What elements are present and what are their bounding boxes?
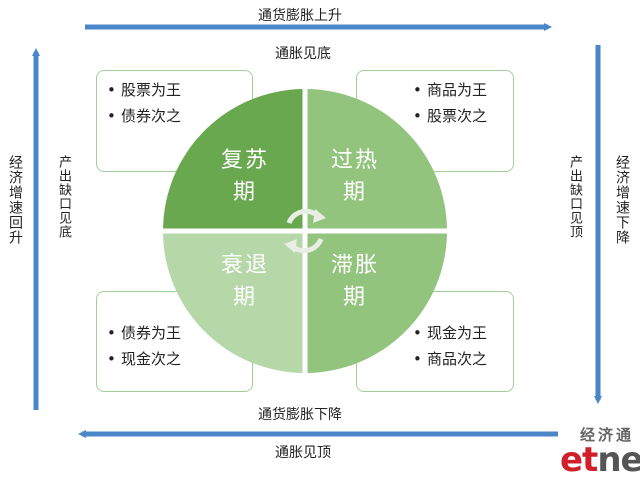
arrow-frame [32, 23, 602, 438]
left-arrow-label: 经济增速回升 [7, 155, 23, 245]
quadrant-stagflation-title: 滞胀期 [320, 250, 390, 314]
output-gap-peak-label: 产出缺口见顶 [567, 155, 582, 239]
logo-en-text: etnet [560, 440, 640, 480]
quadrant-overheat [305, 89, 447, 231]
inflation-bottom-label: 通胀见底 [275, 46, 331, 62]
list-item: •商品次之 [413, 350, 488, 368]
logo-cn-text: 经济通 [579, 426, 634, 444]
list-item: •股票次之 [413, 107, 488, 125]
output-gap-bottom-label: 产出缺口见底 [56, 155, 71, 239]
list-item: •股票为王 [107, 81, 182, 99]
quadrant-stagflation [305, 231, 447, 373]
right-arrow-label: 经济增速下降 [614, 155, 630, 245]
quadrant-overheat-title: 过热期 [320, 145, 390, 209]
quadrant-recession [163, 231, 305, 373]
cycle-circle [163, 89, 447, 373]
top-arrow-label: 通货膨胀上升 [258, 8, 342, 24]
quadrant-stagflation-label: 滞胀期 [330, 253, 379, 310]
quadrant-recession-title: 衰退期 [210, 250, 280, 314]
list-item: •债券为王 [107, 324, 182, 342]
quadrant-recovery [163, 89, 305, 231]
list-item: •商品为王 [413, 81, 488, 99]
list-item: •现金为王 [413, 324, 488, 342]
quadrant-recovery-title: 复苏期 [210, 145, 280, 209]
quadrant-overheat-label: 过热期 [330, 148, 379, 205]
inflation-peak-label: 通胀见顶 [275, 445, 331, 461]
quadrant-recession-label: 衰退期 [220, 253, 269, 310]
quadrant-recovery-label: 复苏期 [220, 148, 269, 205]
etnet-logo: 经济通 etnet [560, 424, 640, 480]
bottom-arrow-label: 通货膨胀下降 [258, 407, 342, 423]
list-item: •债券次之 [107, 107, 182, 125]
list-item: •现金次之 [107, 350, 182, 368]
